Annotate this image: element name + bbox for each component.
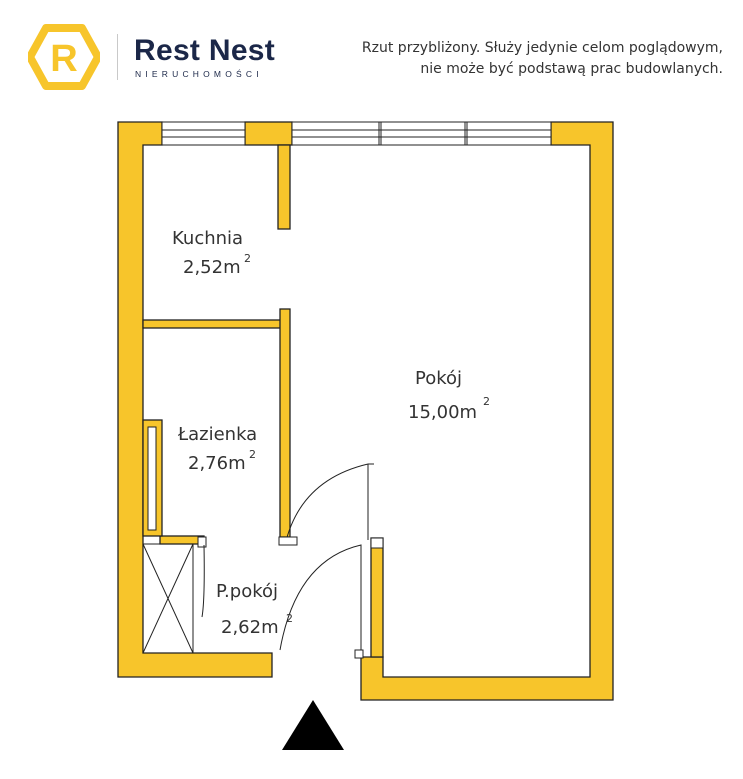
wall-bath-bottom [159,535,205,545]
bath-shelf [147,426,157,531]
door-bathroom [278,463,374,546]
rest-nest-logo-icon: R [26,24,102,95]
hall-area: 2,62m [221,617,279,638]
hall-name: P.pokój [216,581,278,602]
door-living [279,464,384,659]
disclaimer-line-1: Rzut przybliżony. Służy jedynie celom po… [361,40,723,56]
wall-kitchen-bath [142,319,290,329]
window-right [291,121,552,146]
living-name: Pokój [415,368,462,389]
kitchen-name: Kuchnia [172,228,243,249]
living-area-exp: 2 [483,395,490,408]
disclaimer-line-2: nie może być podstawą prac budowlanych. [420,61,723,77]
bathroom-area-exp: 2 [249,448,256,461]
logo-letter: R [50,38,77,80]
wall-kitchen-vertical [277,144,291,230]
wall-top-left-pier [244,121,293,146]
wall-living-left [370,537,384,658]
wall-right [360,121,614,701]
entrance-arrow-icon [282,700,344,750]
wardrobe [142,543,194,654]
bathroom-area: 2,76m [188,453,246,474]
kitchen-area-exp: 2 [244,252,251,265]
hall-area-exp: 2 [286,612,293,625]
brand-separator [117,34,118,80]
brand-subtitle: NIERUCHOMOŚCI [135,69,263,79]
window-left [161,121,246,146]
brand-name: Rest Nest [134,34,276,67]
bathroom-name: Łazienka [177,424,257,445]
disclaimer: Rzut przybliżony. Służy jedynie celom po… [330,38,723,80]
kitchen-area: 2,52m [183,257,241,278]
door-hall-bath [197,536,207,618]
wall-bath-right [279,308,291,538]
living-area: 15,00m [408,402,477,423]
